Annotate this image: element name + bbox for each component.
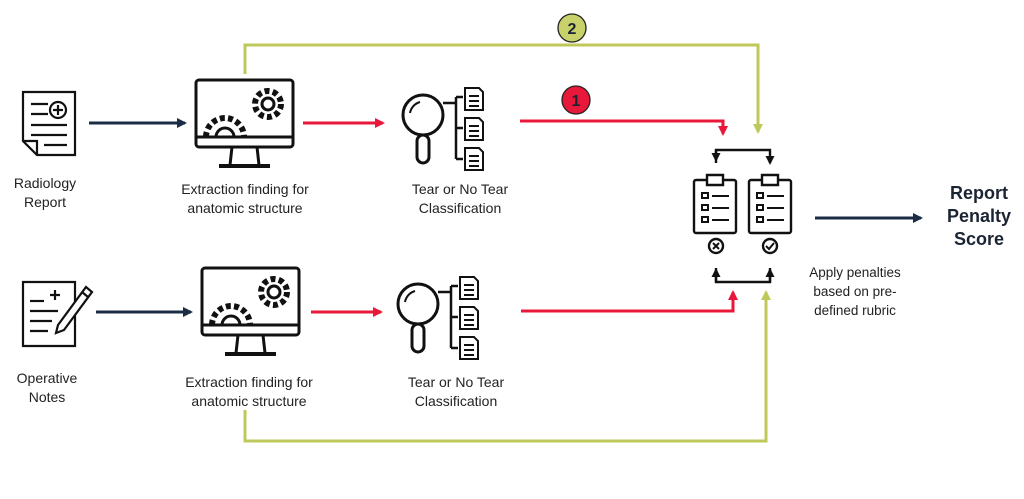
classification-label-top-line1: Tear or No Tear [411, 181, 509, 197]
classification-label-bottom-line1: Tear or No Tear [407, 374, 505, 390]
extraction-label-bottom-line2: anatomic structure [191, 393, 307, 409]
route-1-bottom-line [521, 290, 738, 313]
result-line1: Report [950, 183, 1008, 203]
result-line2: Penalty [946, 206, 1012, 226]
extraction-label-bottom: Extraction finding for anatomic structur… [164, 373, 334, 411]
marker-1: 1 [561, 85, 591, 115]
radiology-report-label: Radiology Report [0, 174, 90, 212]
classification-label-top: Tear or No Tear Classification [390, 180, 530, 218]
classification-label-bottom: Tear or No Tear Classification [386, 373, 526, 411]
operative-notes-label-line1: Operative [16, 370, 78, 386]
notes-pen-icon [21, 280, 94, 348]
radiology-report-label-line1: Radiology [13, 175, 77, 191]
classification-label-top-line2: Classification [418, 200, 502, 216]
monitor-gears-icon [200, 266, 301, 356]
magnifier-docs-icon [401, 87, 484, 171]
magnifier-docs-icon [396, 276, 479, 360]
marker-2-text: 2 [568, 21, 577, 38]
route-2-bottom-line [243, 290, 771, 443]
operative-notes-label: Operative Notes [2, 369, 92, 407]
extraction-label-top: Extraction finding for anatomic structur… [160, 180, 330, 218]
report-penalty-score-label: Report Penalty Score [925, 182, 1024, 251]
extraction-label-bottom-line1: Extraction finding for [185, 374, 313, 390]
apply-penalties-label: Apply penalties based on pre- defined ru… [790, 263, 920, 320]
result-line3: Score [953, 229, 1005, 249]
route-2-top-line [243, 43, 763, 134]
marker-1-text: 1 [572, 93, 581, 110]
classification-label-bottom-line2: Classification [414, 393, 498, 409]
marker-2: 2 [557, 13, 587, 43]
document-plus-icon [21, 90, 77, 157]
apply-penalties-line1: Apply penalties [809, 265, 901, 280]
route-1-top-line [520, 119, 728, 136]
extraction-label-top-line1: Extraction finding for [181, 181, 309, 197]
apply-penalties-line2: based on pre- [813, 284, 897, 299]
radiology-report-label-line2: Report [23, 194, 67, 210]
extraction-label-top-line2: anatomic structure [187, 200, 303, 216]
monitor-gears-icon [194, 78, 295, 168]
apply-penalties-line3: defined rubric [814, 303, 896, 318]
clipboards-icon [692, 148, 793, 284]
operative-notes-label-line2: Notes [28, 389, 66, 405]
